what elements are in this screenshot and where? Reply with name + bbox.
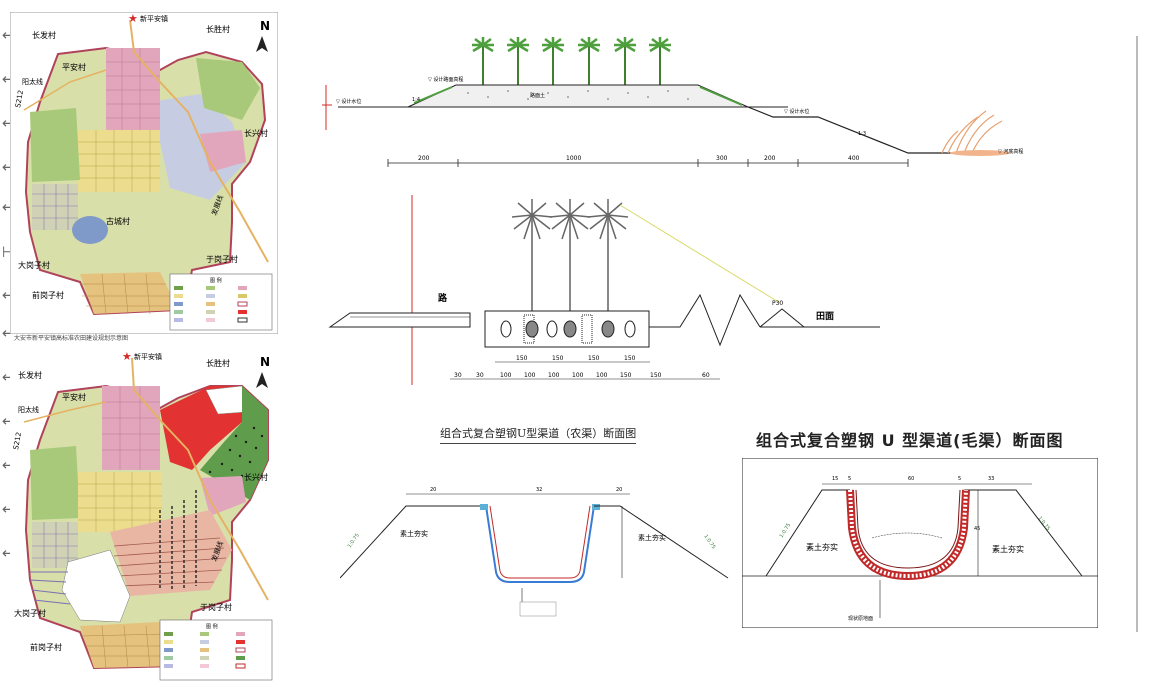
- dimension-label: 5: [848, 476, 851, 482]
- north-label: N: [260, 19, 270, 33]
- planning-map-bottom: N ★ 新平安镇 长发村 长胜村 平安村 长兴村 于岗子村 大岗子村 前岗子村 …: [10, 350, 278, 685]
- dimension-label: 30: [476, 372, 484, 379]
- road-label: 阳太线: [18, 405, 39, 414]
- level-label: ▽ 设计路面高程: [428, 76, 463, 83]
- dimension-label: 15: [832, 476, 838, 482]
- village-label: 长发村: [18, 370, 42, 380]
- material-label: 路面土: [530, 92, 545, 99]
- dimension-label: 400: [848, 155, 860, 162]
- dimension-label: 300: [716, 155, 728, 162]
- canal-tree-section-drawing: 路 田面 P30 150 150 150 150 30 30 100 100 1…: [320, 185, 890, 395]
- dimension-label: 150: [588, 355, 600, 362]
- dimension-label: 150: [650, 372, 662, 379]
- road-label: S212: [14, 89, 25, 108]
- village-label: 长发村: [32, 30, 56, 40]
- village-label: 长胜村: [206, 24, 230, 34]
- road-label: 路: [438, 292, 448, 304]
- dimension-label: 150: [624, 355, 636, 362]
- dimension-label: 20: [616, 487, 622, 493]
- map-legend: 图 例: [169, 273, 273, 331]
- village-label: 前岗子村: [30, 642, 62, 652]
- svg-text:图 例: 图 例: [210, 277, 222, 284]
- village-label: 大岗子村: [18, 260, 50, 270]
- slope-label: 1:0.75: [347, 533, 361, 550]
- map-caption: 大安市新平安镇高标准农田建设规划示意图: [14, 335, 129, 342]
- village-label: 长兴村: [244, 128, 268, 138]
- village-label: 古城村: [106, 216, 130, 226]
- dimension-label: 45: [974, 526, 980, 532]
- farm-canal-section-drawing: 20 32 20 素土夯实 素土夯实 1:0.75 1:0.75: [339, 478, 730, 623]
- fill-label: 素土夯实: [806, 542, 838, 552]
- dimension-label: 5: [958, 476, 961, 482]
- slope-label: 1:0.75: [702, 534, 716, 551]
- dimension-label: 60: [908, 476, 914, 482]
- town-label: 新平安镇: [140, 14, 168, 23]
- north-arrow-icon: [256, 372, 268, 388]
- north-arrow-icon: [256, 36, 268, 52]
- svg-text:图 例: 图 例: [206, 623, 218, 630]
- pipe-label: P30: [772, 300, 783, 307]
- slope-label: 1:4: [412, 97, 420, 103]
- dimension-label: 150: [620, 372, 632, 379]
- village-label: 于岗子村: [206, 254, 238, 264]
- village-label: 前岗子村: [32, 290, 64, 300]
- mao-canal-title: 组合式复合塑钢 U 型渠道(毛渠）断面图: [756, 431, 1064, 450]
- village-label: 平安村: [62, 62, 86, 72]
- dimension-label: 100: [596, 372, 608, 379]
- star-icon: ★: [128, 12, 138, 25]
- dimension-label: 100: [572, 372, 584, 379]
- dimension-label: 30: [454, 372, 462, 379]
- star-icon: ★: [122, 350, 132, 363]
- dimension-label: 32: [536, 487, 542, 493]
- village-label: 平安村: [62, 392, 86, 402]
- slope-label: 1:3: [858, 131, 866, 137]
- village-label: 大岗子村: [14, 608, 46, 618]
- dimension-label: 1000: [566, 155, 581, 162]
- village-label: 长胜村: [206, 358, 230, 368]
- dimension-label: 33: [988, 476, 994, 482]
- village-label: 于岗子村: [200, 602, 232, 612]
- fill-label: 素土夯实: [400, 529, 428, 538]
- farm-canal-title: 组合式复合塑钢U型渠道（农渠）断面图: [440, 425, 637, 444]
- dimension-label: 100: [524, 372, 536, 379]
- ground-label: 现状原地面: [848, 615, 873, 622]
- dimension-label: 200: [764, 155, 776, 162]
- map-legend: 图 例: [159, 619, 273, 681]
- road-label: S212: [12, 431, 23, 450]
- town-label: 新平安镇: [134, 352, 162, 361]
- scroll-edge: [1136, 36, 1138, 632]
- dimension-label: 100: [548, 372, 560, 379]
- dimension-label: 200: [418, 155, 430, 162]
- road-label: 阳太线: [22, 77, 43, 86]
- tree-pit-markers: [500, 314, 636, 344]
- dimension-label: 60: [702, 372, 710, 379]
- palm-tree-icons: [472, 37, 671, 85]
- fill-label: 素土夯实: [638, 533, 666, 542]
- dimension-label: 150: [552, 355, 564, 362]
- embankment-section-drawing: ▽ 设计路面高程 路面土 ▽ 设计水位 ▽ 设计水位 ▽ 河底高程 1:4 1:…: [318, 35, 1078, 170]
- level-label: ▽ 设计水位: [784, 108, 809, 115]
- dimension-label: 150: [516, 355, 528, 362]
- planning-map-top: N ★ 新平安镇 长发村 长胜村 平安村 长兴村 古城村 于岗子村 大岗子村 前…: [9, 11, 279, 335]
- dimension-label: 100: [500, 372, 512, 379]
- field-label: 田面: [816, 311, 834, 322]
- fill-label: 素土夯实: [992, 544, 1024, 554]
- level-label: ▽ 河底高程: [998, 148, 1023, 155]
- level-label: ▽ 设计水位: [336, 98, 361, 105]
- north-label: N: [260, 355, 270, 369]
- tall-palm-icons: [511, 199, 629, 325]
- dimension-label: 20: [430, 487, 436, 493]
- mao-canal-section-drawing: 15 5 60 5 33 45 素土夯实 素土夯实 1:0.75 1:0.75 …: [741, 457, 1099, 629]
- village-label: 长兴村: [244, 472, 268, 482]
